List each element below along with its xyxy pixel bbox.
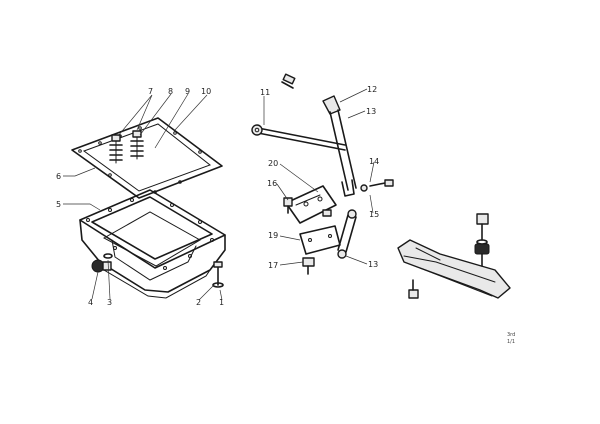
callout-20: 20 xyxy=(268,159,278,168)
callout-11: 11 xyxy=(260,88,270,97)
pivot-bolt-17 xyxy=(302,257,315,275)
cover-plate xyxy=(299,225,341,255)
callout-14: 14 xyxy=(369,157,379,166)
callout-13: 13 xyxy=(366,107,376,116)
callout-6: 6 xyxy=(56,172,61,181)
oil-pan-gasket xyxy=(71,117,223,199)
callout-12: 12 xyxy=(367,85,377,94)
pan-washer xyxy=(212,282,224,288)
callout-9: 9 xyxy=(185,87,190,96)
mount-bolt-bottom xyxy=(408,279,419,299)
callout-5: 5 xyxy=(56,200,61,209)
drain-washer xyxy=(103,253,113,259)
callout-15: 15 xyxy=(369,210,379,219)
callout-13b: 13 xyxy=(368,260,378,269)
callout-7: 7 xyxy=(148,87,153,96)
oil-strainer-springs xyxy=(109,130,144,164)
oil-pan xyxy=(79,189,226,299)
callout-2: 2 xyxy=(196,298,201,307)
detent-pin xyxy=(360,179,394,192)
callout-1: 1 xyxy=(219,298,224,307)
pivot-bolt-16 xyxy=(283,197,293,214)
callout-19: 19 xyxy=(268,231,278,240)
callout-17: 17 xyxy=(268,261,278,270)
mount-bolt-top xyxy=(476,213,489,245)
transmission-crossmember xyxy=(397,239,511,299)
dipstick-handle xyxy=(322,95,341,115)
lower-link xyxy=(337,209,357,259)
callout-8: 8 xyxy=(168,87,173,96)
pan-bolt xyxy=(213,261,223,286)
callout-10: 10 xyxy=(201,87,211,96)
bolt xyxy=(281,73,296,89)
callout-16: 16 xyxy=(267,179,277,188)
shift-rod xyxy=(251,124,346,151)
diagram-code-line-1: 3rd xyxy=(507,332,515,338)
diagram-code: 3rd 1/1 xyxy=(507,332,515,345)
rubber-mount xyxy=(474,243,490,267)
linkage-bracket xyxy=(285,185,337,224)
callout-3: 3 xyxy=(107,298,112,307)
diagram-code-line-2: 1/1 xyxy=(507,339,515,345)
leader-lines xyxy=(63,88,375,301)
callout-4: 4 xyxy=(88,298,93,307)
selector-lever xyxy=(329,109,357,197)
callout-labels: 7 8 9 10 6 5 4 3 2 1 11 12 13 14 15 16 2… xyxy=(56,85,379,307)
